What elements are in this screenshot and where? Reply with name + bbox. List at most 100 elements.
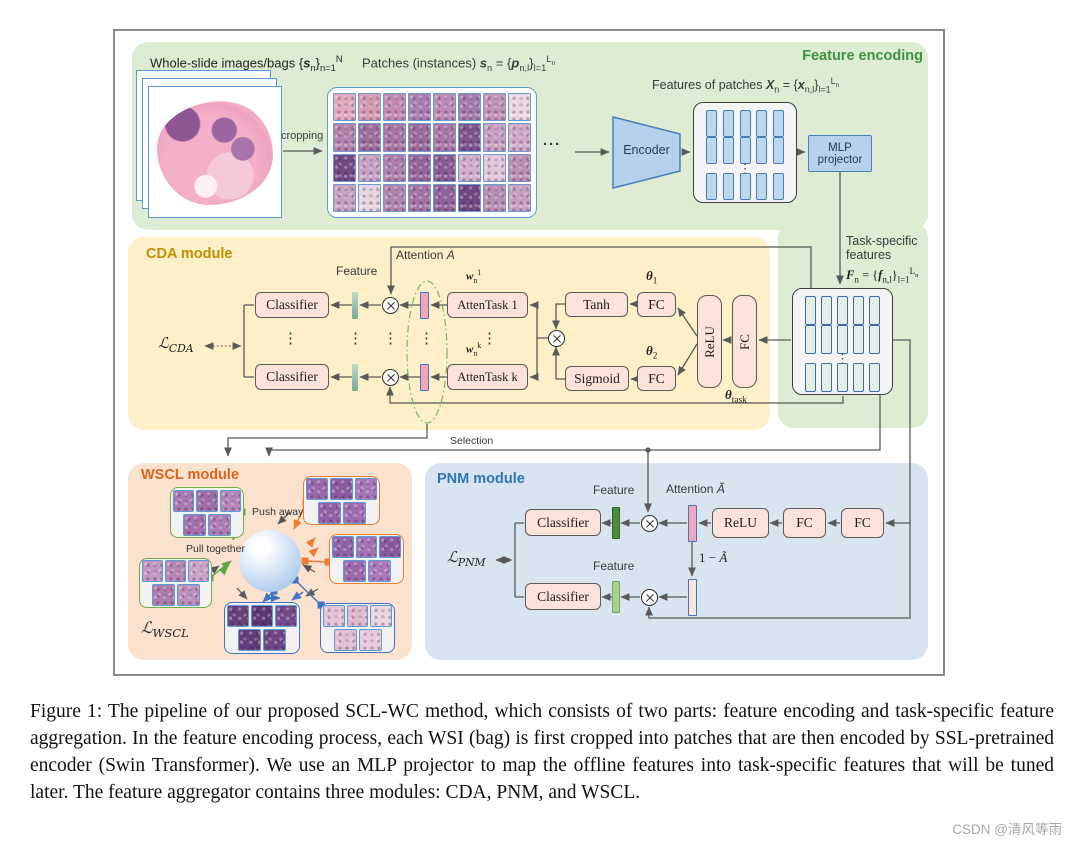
feature-bar [805,325,816,354]
cda-classifier-bottom: Classifier [255,364,329,390]
patch-cell [358,123,381,152]
patch-cell [358,93,381,122]
feature-bar [869,325,880,354]
one-minus-attention-label: 1 − Ã [699,550,728,565]
group-patch-cell [333,629,357,651]
pnm-feature-bar-bottom [612,581,620,613]
patch-cell [333,123,356,152]
wscl-group-blue-1 [224,602,300,654]
encoder-label: Encoder [623,143,670,157]
watermark: CSDN @清风等雨 [952,822,1062,837]
cda-loss-label: ℒCDA [158,334,194,355]
wscl-module-label: WSCL module [141,467,240,483]
features-of-patches-label: Features of patches Xn = {xn,l}l=1Ln [652,76,840,95]
group-patch-cell [367,560,391,582]
feature-bar [773,173,784,200]
group-patch-cell [251,605,273,627]
patch-cell [433,93,456,122]
wscl-group-green-2 [139,558,212,608]
task-specific-features-label: Task-specific features [846,234,918,263]
patch-cell [433,123,456,152]
patch-cell [408,183,431,212]
sigmoid-box: Sigmoid [565,366,629,391]
feature-bar [805,363,816,392]
group-patch-cell [358,629,382,651]
feature-bar [756,110,768,137]
feature-bar [821,296,832,325]
group-patch-cell [263,629,286,651]
group-patch-cell [183,513,206,536]
vdots-icon: ⋮ [283,331,298,347]
cda-feature-bar-bottom [352,364,358,391]
patch-cell [383,153,406,182]
patch-cell [333,153,356,182]
feature-bar [837,363,848,392]
group-row [323,605,393,627]
cda-classifier-top: Classifier [255,292,329,318]
pull-together-label: Pull together [186,543,245,555]
vdots-icon: ⋮ [348,331,363,347]
push-away-label: Push away [252,506,304,518]
wscl-loss-label: ℒWSCL [141,618,189,641]
cda-attention-label: Attention A [396,248,455,262]
group-patch-cell [165,560,186,582]
wsi-thumbnail [157,101,273,205]
mlp-projector-box: MLP projector [808,135,872,172]
pnm-classifier-top: Classifier [525,509,601,536]
group-patch-cell [208,513,231,536]
feature-encoding-label: Feature encoding [802,48,923,64]
relu-vertical-box: ReLU [697,295,722,388]
patch-cell [408,93,431,122]
fc-theta1-box: FC [637,292,676,317]
group-patch-cell [196,489,218,512]
feature-bar [706,173,717,200]
fc-theta2-box: FC [637,366,676,391]
group-patch-cell [151,584,175,606]
patch-cell [458,123,481,152]
patch-cell [358,153,381,182]
patch-cell [508,153,531,182]
cda-feature-bar-top [352,292,358,319]
patch-cell [508,123,531,152]
feature-bar [805,296,816,325]
atten-task-k-box: AttenTask k [447,364,528,390]
group-patch-cell [317,501,341,524]
feature-bar [739,110,751,137]
feature-bar [756,137,768,164]
feature-bar-row [793,363,892,392]
task-features-math: Fn = {fn,l}l=1Ln [846,266,919,285]
feature-bar [739,173,751,200]
pnm-module-label: PNM module [437,471,525,487]
group-row [332,560,401,582]
feature-bar [773,110,784,137]
patch-grid [328,88,536,217]
group-patch-cell [346,605,369,627]
group-row [227,605,297,627]
group-patch-cell [342,501,366,524]
patch-cell [383,123,406,152]
feature-bar [722,137,734,164]
patch-cell [383,183,406,212]
group-row [173,489,241,512]
group-row [227,629,297,651]
vdots-icon: ⋮ [836,351,849,366]
group-row [332,536,402,558]
feature-bar [853,325,864,354]
pnm-loss-label: ℒPNM [447,548,486,569]
feature-bar [821,325,832,354]
pnm-relu-box: ReLU [712,508,769,538]
wsi-bags-label: Whole-slide images/bags {sn}n=1N [150,54,343,73]
group-row [142,560,209,582]
patch-cell [458,153,481,182]
wsi-page-front [148,86,282,218]
cda-attention-bar-bottom [420,364,429,391]
group-row [323,629,392,651]
group-patch-cell [219,489,241,512]
patch-cell [433,153,456,182]
task-features-matrix: ⋮ [792,288,893,395]
group-patch-cell [275,605,297,627]
multiply-icon [641,515,658,532]
patch-cell [458,183,481,212]
patch-cell [408,123,431,152]
